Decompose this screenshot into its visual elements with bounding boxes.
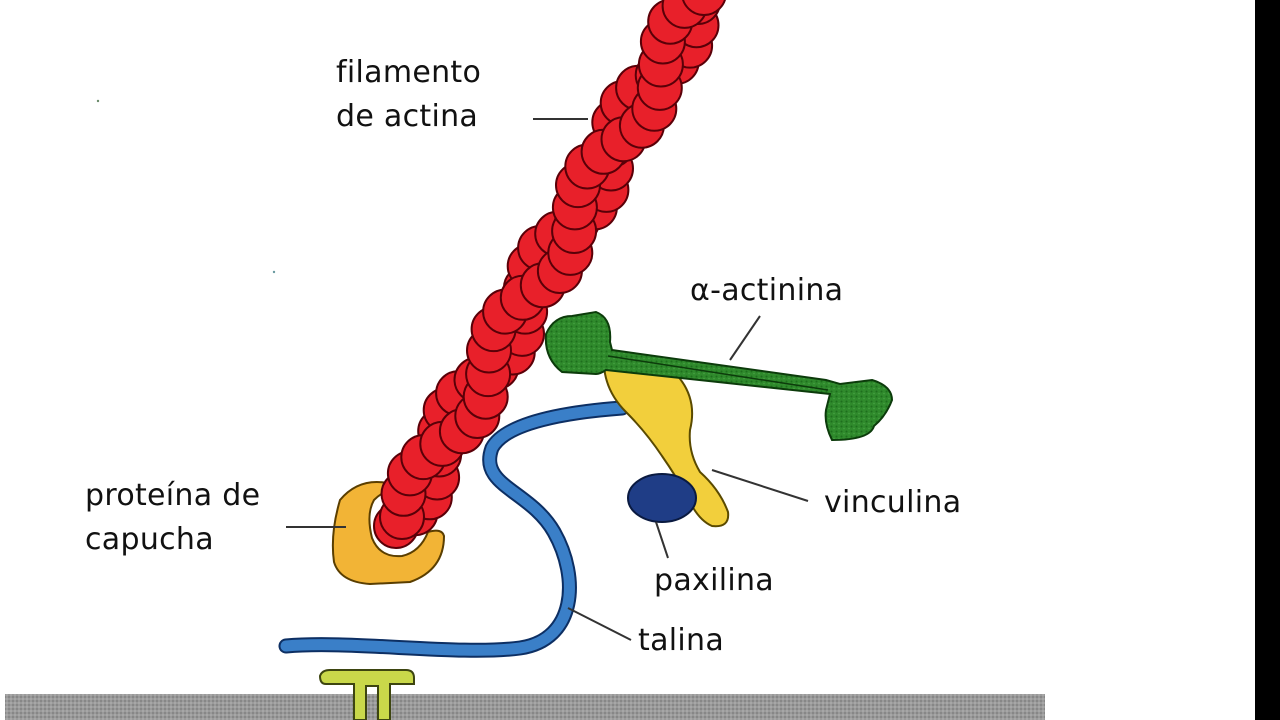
vinculin: [602, 359, 730, 528]
actin-filament: [373, 0, 726, 549]
alpha-actinin: [544, 310, 894, 442]
speck: [272, 270, 276, 274]
right-black-border: [1255, 0, 1280, 720]
speck: [96, 99, 100, 103]
leader-alpha-actinin: [729, 315, 761, 361]
leader-paxillin: [655, 521, 669, 559]
label-actin-filament-line2: de actina: [336, 99, 479, 134]
leader-talin: [567, 607, 632, 641]
label-talin: talina: [638, 623, 725, 658]
label-capping-protein-line1: proteína de: [85, 478, 261, 513]
label-capping-protein-line2: capucha: [85, 522, 214, 557]
integrin: [318, 669, 415, 720]
label-actin-filament-line1: filamento: [336, 55, 482, 90]
leader-vinculin: [711, 469, 809, 502]
label-vinculin: vinculina: [824, 485, 962, 520]
label-paxillin: paxilina: [654, 563, 774, 598]
actin-monomer: [682, 0, 726, 16]
paxillin: [627, 473, 697, 523]
leader-lines: [286, 118, 809, 641]
plasma-membrane: [5, 694, 1045, 720]
label-alpha-actinin: α-actinina: [690, 273, 844, 308]
talin: [278, 400, 630, 658]
capping-protein: [331, 481, 446, 586]
